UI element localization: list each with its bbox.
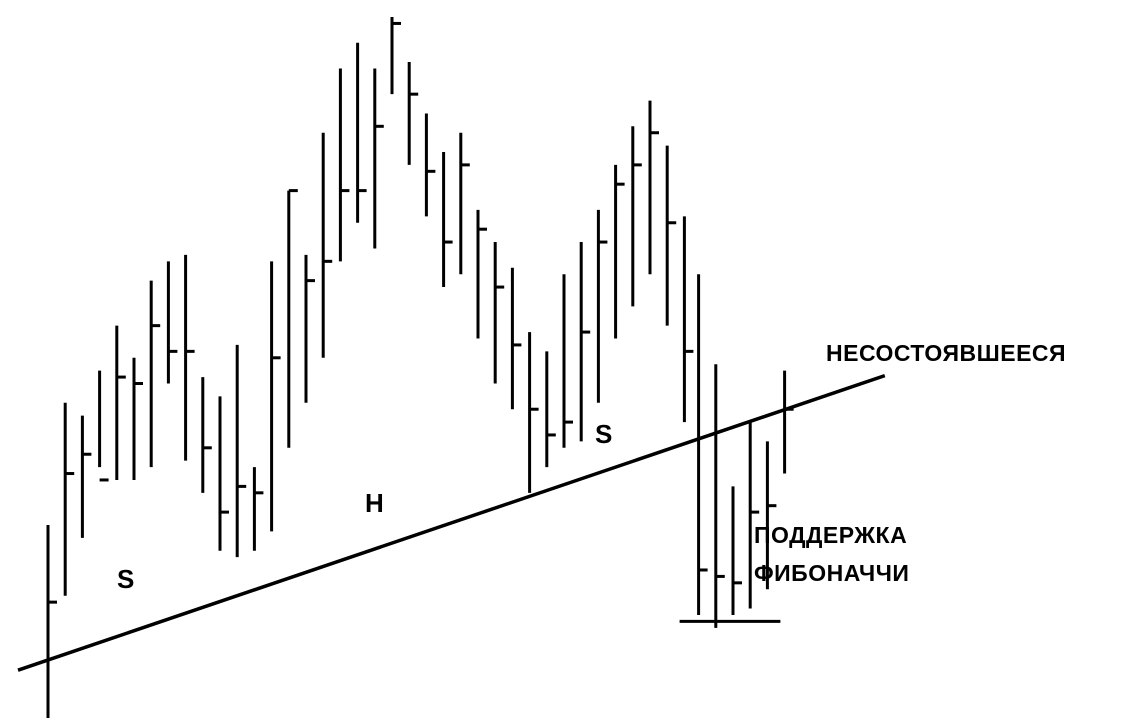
break-bar [765,441,777,590]
price-bar [528,332,539,493]
price-bar [442,152,453,288]
right-shoulder-label: S [595,419,612,449]
price-bar [304,254,315,403]
break-bar [697,274,708,615]
price-bar [648,100,659,275]
price-bar [252,467,264,551]
price-bar [166,261,178,384]
price-bar [459,132,470,275]
price-bar [596,209,608,403]
price-bar [665,145,677,326]
price-bar [201,377,212,493]
left-shoulder-label: S [117,564,134,594]
price-bar [338,68,350,262]
price-bar [46,524,57,660]
price-bar [356,42,367,223]
break-bar [731,486,742,615]
break-bar [714,364,725,628]
fibonacci-label-line2: ФИБОНАЧЧИ [754,560,909,586]
price-bar [98,370,109,482]
price-bar [218,396,229,551]
price-bar [184,254,195,461]
price-bar [270,261,281,532]
price-bar [493,242,505,384]
break-bar [783,370,794,474]
failed-pattern-label: НЕСОСТОЯВШЕЕСЯ [826,340,1066,366]
price-bar [562,274,573,448]
price-bar [287,189,298,448]
price-bar [631,126,642,307]
price-bar [614,164,625,339]
price-bar [80,415,92,538]
price-bars [46,17,794,660]
fibonacci-label-line1: ПОДДЕРЖКА [754,522,907,548]
price-bar [63,402,75,596]
price-bar [132,357,143,480]
chart-lines [17,373,886,718]
price-bar [115,325,126,480]
price-bar [390,17,401,95]
price-bar [424,113,436,217]
price-bar [373,68,384,249]
price-bar [407,62,419,165]
price-bar [510,267,522,410]
head-label: H [365,488,384,518]
break-bar [748,422,760,609]
price-bar [545,351,556,468]
neckline [17,373,886,672]
price-bar [321,132,333,358]
price-bar [476,209,487,339]
price-bar [149,280,161,468]
price-bar [682,216,694,423]
price-bar [235,344,247,558]
price-bar [579,242,591,442]
